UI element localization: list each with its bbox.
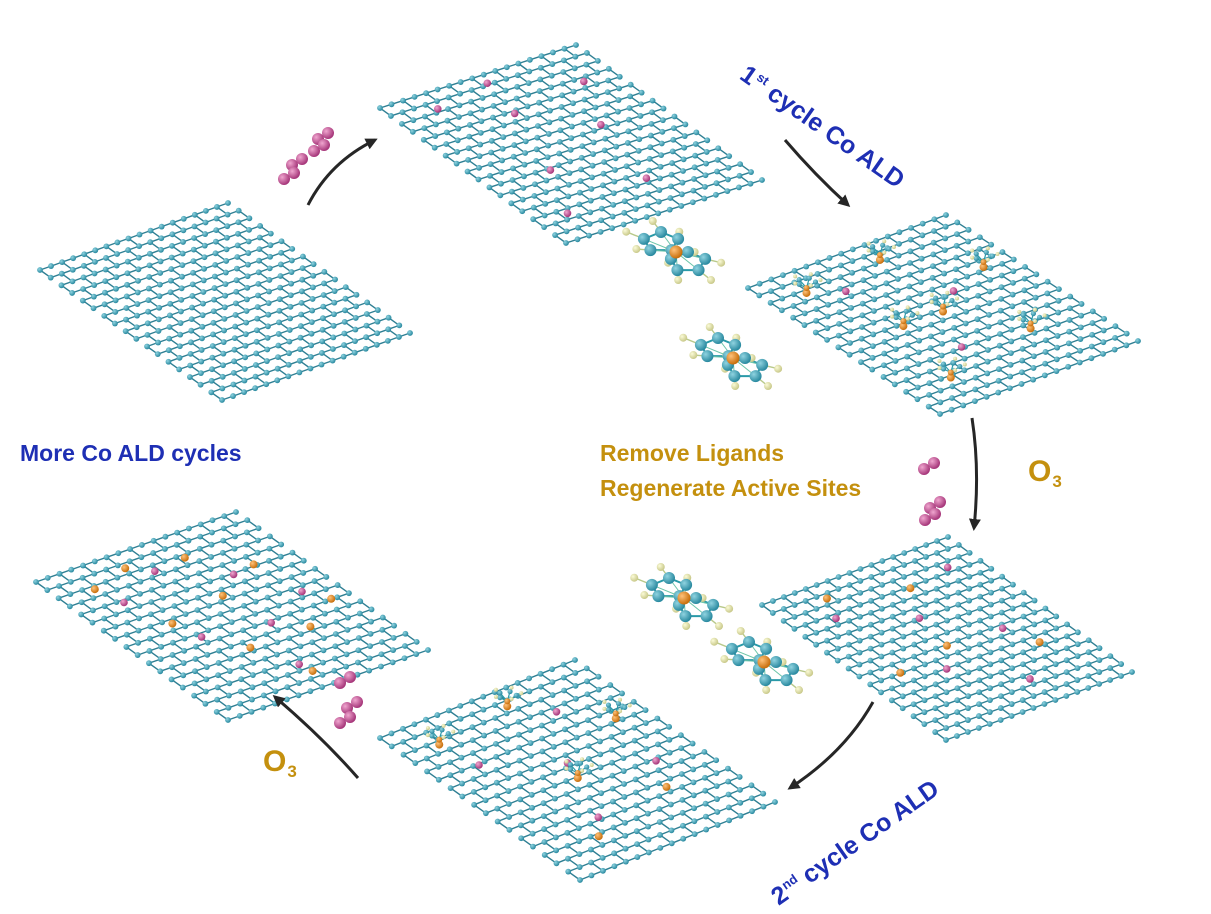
o3-right-symbol: O	[1028, 455, 1052, 488]
sheet-cycle2	[377, 657, 778, 883]
ozone-molecule-icon	[919, 508, 941, 526]
cobalt-ligand-icon	[970, 246, 1000, 266]
cobalt-ligand-icon	[793, 272, 823, 291]
sheet-oxidized1	[759, 534, 1135, 743]
label-o3-left: O3	[263, 745, 297, 781]
cobalt-ligand-icon	[866, 239, 896, 258]
arrow-to-top	[306, 138, 378, 206]
molecular-reactant-icon	[278, 167, 300, 185]
molecular-reactant-icon	[308, 139, 330, 157]
arrow-cycle2	[787, 701, 875, 790]
cobalt-ligand-icon	[929, 290, 959, 310]
label-more-cycles: More Co ALD cycles	[20, 440, 242, 466]
cobalt-ligand-icon	[937, 356, 967, 376]
cobalt-ligand-icon	[493, 685, 524, 705]
cobalt-ligand-icon	[564, 757, 594, 776]
cobalt-ligand-icon	[602, 697, 632, 717]
sheet-final	[33, 509, 431, 723]
arrow-o3-left	[272, 695, 360, 779]
sheet-pristine	[37, 200, 413, 403]
arrow-o3-right	[968, 417, 981, 531]
ozone-molecule-icon	[918, 457, 940, 475]
o3-left-symbol: O	[263, 745, 287, 778]
cobalt-ligand-icon	[890, 305, 920, 325]
sheet-doped	[377, 42, 765, 246]
cobalt-ligand-icon	[425, 723, 456, 743]
cobalt-precursor-icon	[622, 217, 726, 285]
o3-left-subscript: 3	[287, 762, 297, 781]
o3-right-subscript: 3	[1052, 472, 1062, 491]
cobalt-ligand-icon	[1017, 307, 1047, 327]
ozone-molecule-icon	[334, 671, 356, 689]
ozone-molecule-icon	[341, 696, 363, 714]
label-regenerate-sites: Regenerate Active Sites	[600, 475, 862, 501]
label-remove-ligands: Remove Ligands	[600, 440, 785, 466]
ozone-molecule-icon	[334, 711, 356, 729]
sheet-cycle1	[745, 212, 1141, 417]
cobalt-precursor-icon	[630, 563, 734, 631]
label-o3-right: O3	[1028, 455, 1062, 491]
arrow-cycle1	[783, 139, 851, 208]
cobalt-precursor-icon	[679, 323, 783, 391]
cobalt-precursor-icon	[710, 627, 814, 695]
